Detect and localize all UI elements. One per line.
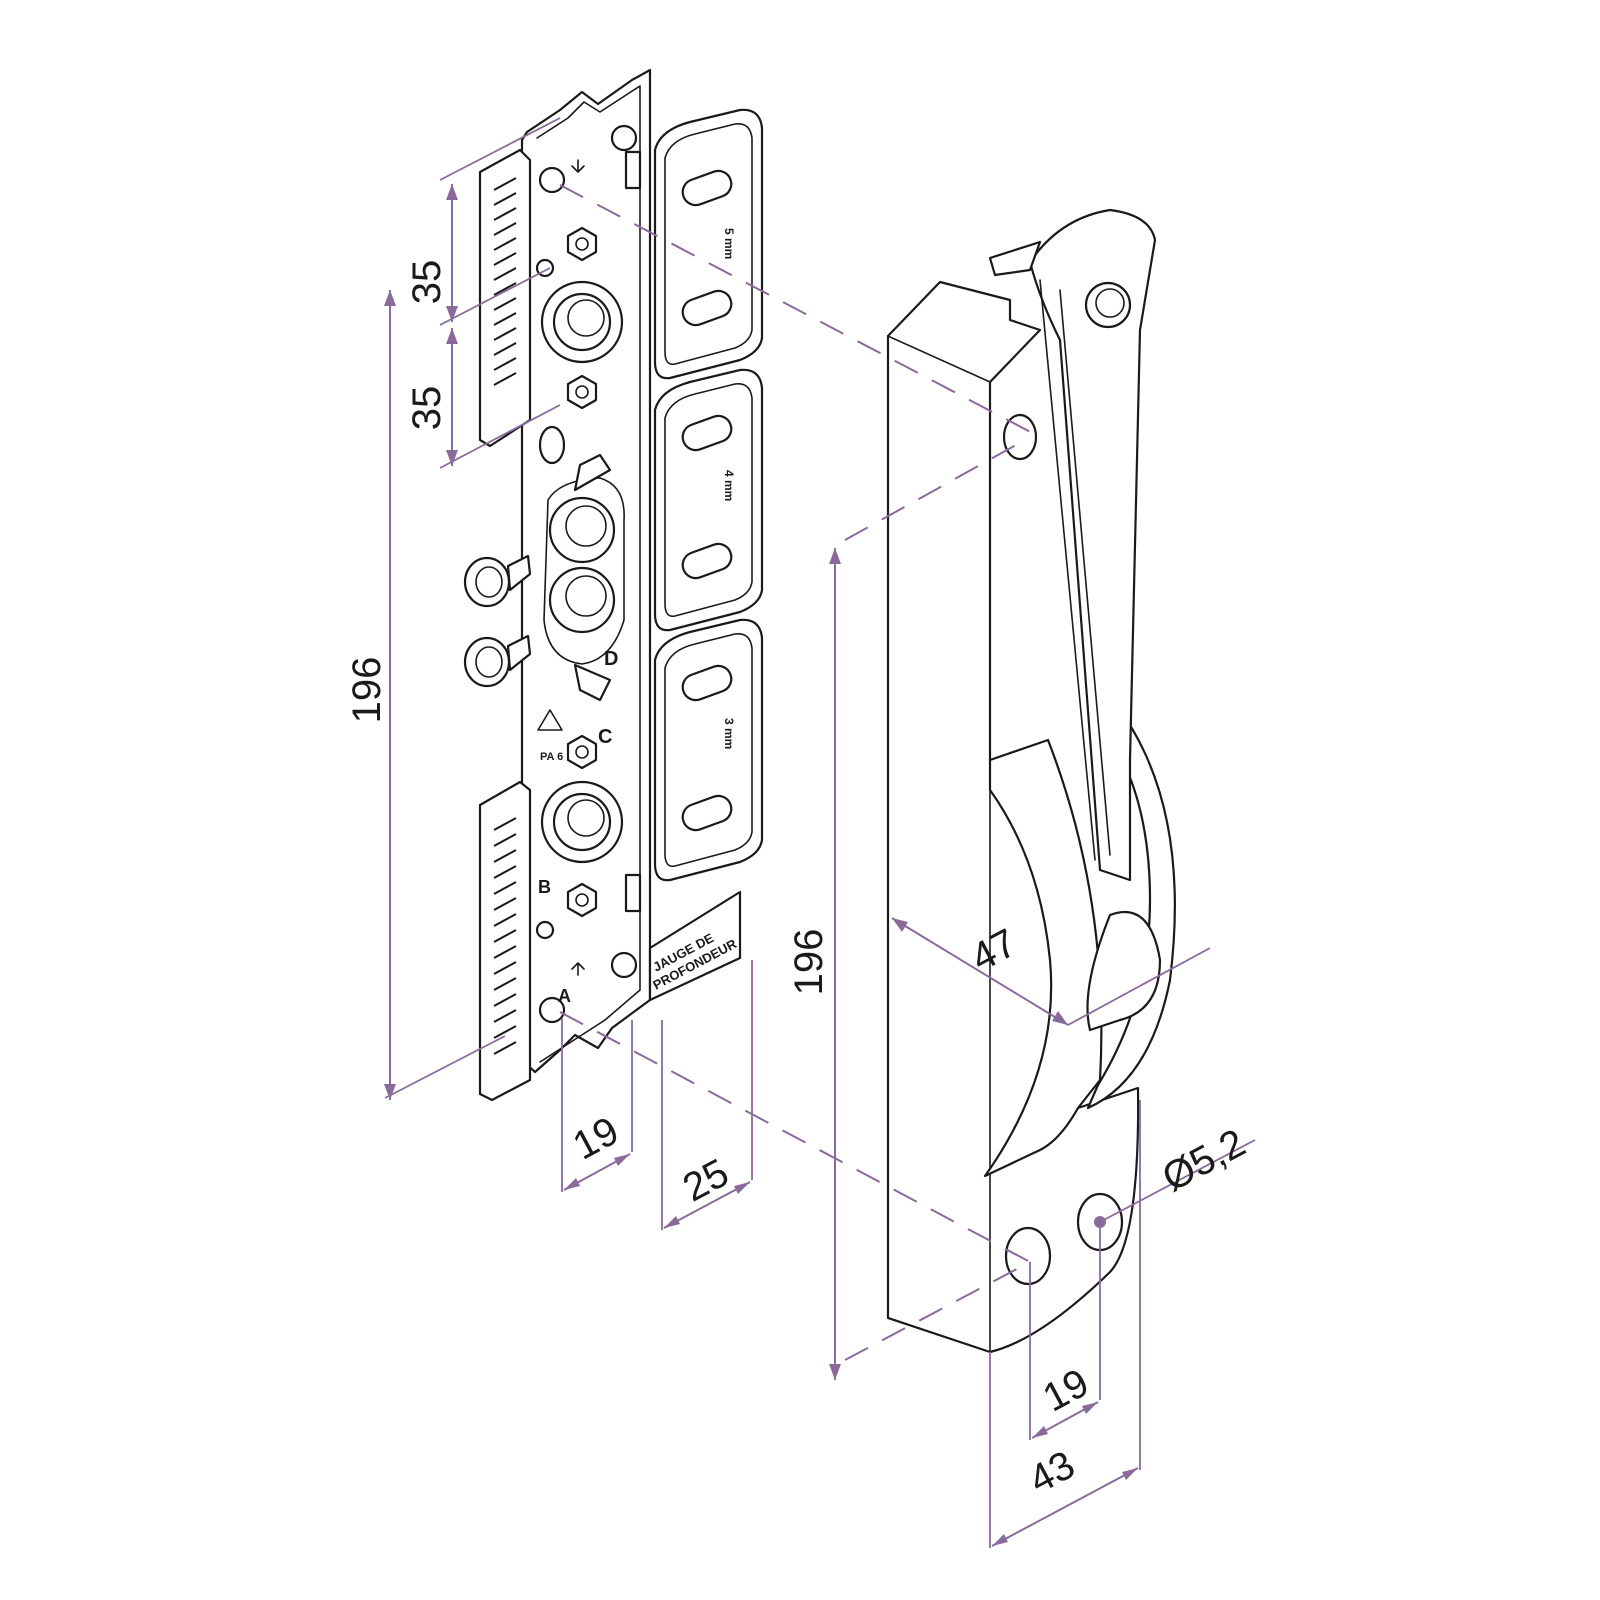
dim-196-right: 196 (787, 929, 831, 996)
dim-35-bottom: 35 (405, 386, 449, 431)
lever-roller (1086, 910, 1162, 1032)
handle-curve (983, 738, 1103, 1178)
mark-a: A (558, 986, 571, 1006)
side-knobs (463, 554, 532, 688)
spacer-5mm: 5 mm (653, 108, 764, 380)
handle-hole-1 (1004, 1226, 1052, 1286)
rack-bottom (478, 780, 532, 1102)
lever-pivot (1084, 281, 1132, 329)
plate-inner-edge (536, 85, 641, 1063)
spacer-3-label: 3 mm (722, 718, 736, 749)
mark-d: D (604, 648, 618, 670)
mark-c: C (598, 726, 612, 748)
lever-arm (1028, 208, 1157, 882)
rack-top (478, 148, 532, 448)
recycle-icon (537, 709, 563, 731)
dim-25: 25 (676, 1151, 736, 1211)
spacer-5-label: 5 mm (722, 228, 736, 259)
dim-diameter: Ø5,2 (1155, 1121, 1252, 1201)
spacer-4mm: 4 mm (653, 368, 764, 632)
rack-top-teeth (493, 177, 517, 386)
plate-small-features (535, 124, 642, 1024)
spacer-3mm: 3 mm (653, 618, 764, 882)
plate-marks: D C B A PA 6 (537, 159, 618, 1006)
depth-gauge-tag: JAUGE DE PROFONDEUR (648, 890, 742, 1002)
spacers: 5 mm 4 mm 3 mm (653, 108, 764, 882)
mark-b: B (538, 877, 551, 897)
lever-clip (988, 240, 1042, 277)
spacer-4-label: 4 mm (722, 470, 736, 501)
lever-handle (886, 208, 1176, 1354)
dim-43: 43 (1022, 1443, 1082, 1503)
arrow-up-icon (571, 159, 585, 173)
dim-35-top: 35 (405, 260, 449, 305)
handle-arc (1086, 720, 1176, 1110)
alignment-axes (559, 184, 1041, 1361)
lever-arm-edge (1039, 279, 1111, 861)
material-mark: PA 6 (540, 751, 563, 763)
arrow-down-icon (571, 962, 585, 976)
rack-bottom-teeth (493, 817, 517, 1055)
dim-196-left: 196 (345, 657, 389, 724)
dimensions-left: 35 35 196 19 25 (345, 117, 753, 1230)
plate-bosses (540, 280, 625, 864)
handle-base-edge (887, 335, 991, 1353)
